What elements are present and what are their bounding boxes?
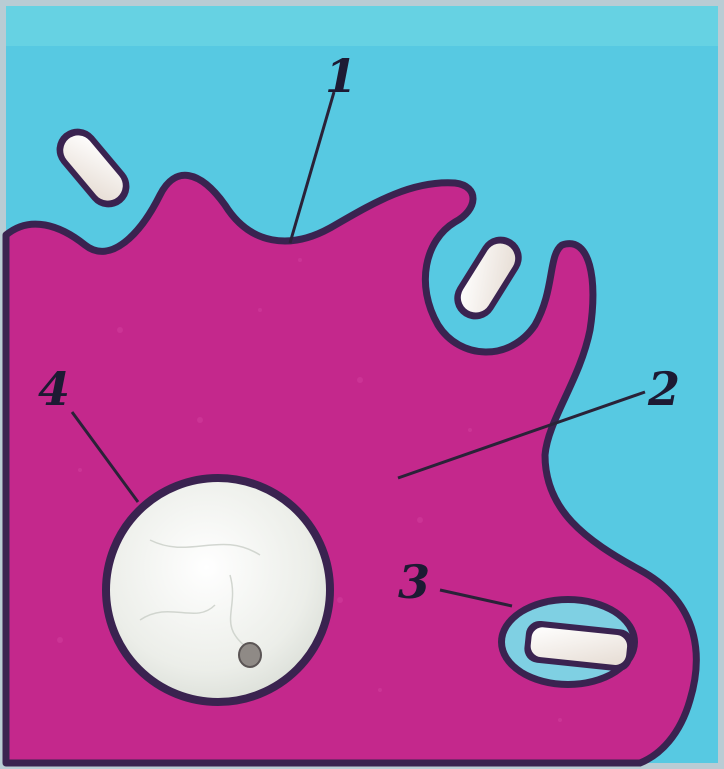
phagosome: [498, 596, 638, 688]
label-membrane: 1: [325, 49, 357, 103]
label-nucleus: 4: [38, 362, 70, 416]
label-phagosome: 3: [398, 555, 430, 609]
label-cytoplasm: 2: [647, 362, 680, 416]
nucleus: [106, 478, 330, 702]
medium-top-band: [6, 6, 718, 46]
nucleolus: [239, 643, 261, 667]
